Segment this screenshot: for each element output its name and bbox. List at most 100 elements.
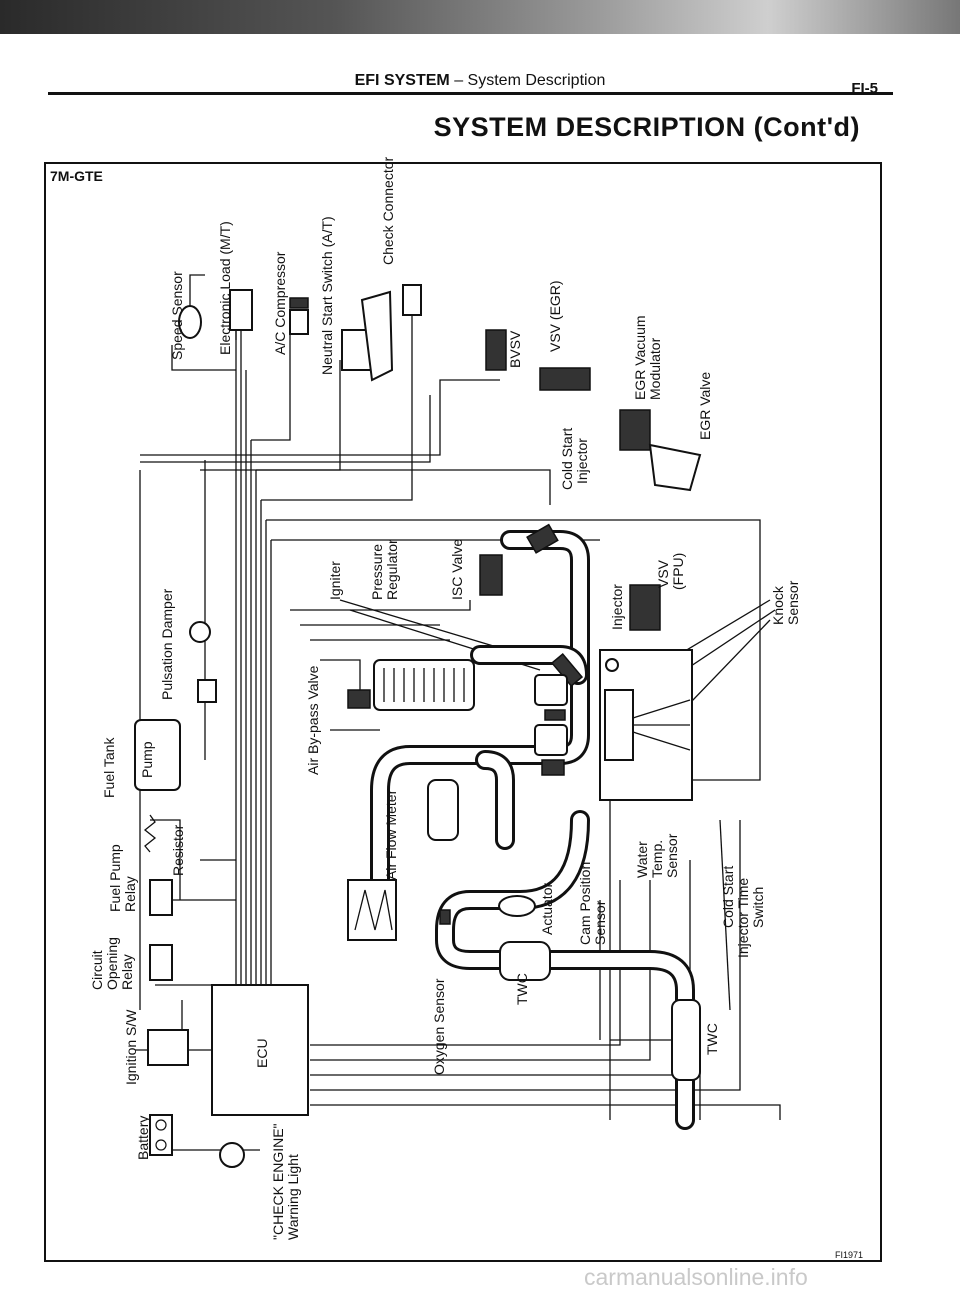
- label-ac-compressor: A/C Compressor: [272, 251, 288, 355]
- label-actuator: Actuator: [539, 883, 555, 935]
- resistor-icon: [143, 814, 157, 853]
- exhaust-pipe: [435, 810, 695, 1130]
- label-egr-valve: EGR Valve: [697, 372, 713, 440]
- label-fuel-pump-relay-line2: Relay: [122, 876, 138, 912]
- label-pressure-regulator-line2: Regulator: [384, 539, 400, 600]
- label-circuit-opening-relay-line2: Opening: [104, 937, 120, 990]
- battery-icon: [149, 1114, 173, 1156]
- connecting-rod: [632, 699, 691, 751]
- twc-rear-icon: [671, 999, 701, 1081]
- label-cold-start-timer-line3: Switch: [750, 887, 766, 928]
- label-speed-sensor: Speed Sensor: [169, 271, 185, 360]
- ac-compressor-icon: [289, 309, 309, 335]
- label-egr-vacuum-line1: EGR Vacuum: [632, 315, 648, 400]
- fuel-pump-relay-icon: [149, 879, 173, 916]
- header-section: EFI SYSTEM: [354, 72, 450, 89]
- label-battery: Battery: [135, 1116, 151, 1160]
- section-title: SYSTEM DESCRIPTION (Cont'd): [433, 112, 860, 142]
- watermark: carmanualsonline.info: [584, 1264, 808, 1290]
- water-temp-sensor-icon: [541, 759, 565, 776]
- circuit-opening-relay-icon: [149, 944, 173, 981]
- label-check-connector: Check Connector: [380, 156, 396, 265]
- fuel-tank-icon: [134, 719, 181, 791]
- label-water-temp-line2: Temp.: [649, 840, 665, 878]
- isc-valve-icon: [479, 554, 503, 596]
- label-cam-position-line1: Cam Position: [577, 862, 593, 945]
- label-check-engine-line1: "CHECK ENGINE": [270, 1123, 286, 1240]
- label-fuel-tank: Fuel Tank: [101, 737, 117, 798]
- vsv-fpu-icon: [629, 584, 661, 631]
- check-connector-icon: [402, 284, 422, 316]
- label-air-flow-meter: Air Flow Meter: [383, 789, 399, 880]
- spark-plug-icon: [544, 709, 566, 721]
- label-cold-start-timer-line1: Cold Start: [720, 866, 736, 928]
- label-cold-start-injector-line1: Cold Start: [559, 428, 575, 490]
- label-twc-rear: TWC: [704, 1023, 720, 1055]
- label-pump: Pump: [139, 741, 155, 778]
- label-oxygen-sensor: Oxygen Sensor: [431, 978, 447, 1075]
- label-electronic-load: Electronic Load (M/T): [217, 221, 233, 355]
- label-cam-position-line2: Sensor: [592, 900, 608, 945]
- label-pressure-regulator-line1: Pressure: [369, 544, 385, 600]
- turbocharger-icon: [427, 779, 459, 841]
- header-dash: –: [454, 72, 464, 89]
- fuel-filter-icon: [197, 679, 217, 703]
- label-circuit-opening-relay-line1: Circuit: [89, 950, 105, 990]
- battery-positive-terminal: [155, 1119, 167, 1131]
- label-ignition-switch: Ignition S/W: [123, 1009, 139, 1085]
- actuator-icon: [498, 895, 536, 917]
- ecu-box: [211, 984, 309, 1116]
- label-isc-valve: ISC Valve: [449, 539, 465, 600]
- label-air-bypass-valve: Air By-pass Valve: [305, 665, 321, 775]
- bvsv-icon: [485, 329, 507, 371]
- air-bypass-valve-icon: [347, 689, 371, 709]
- label-ecu: ECU: [254, 1038, 270, 1068]
- cold-start-injector-icon: [526, 523, 559, 554]
- label-neutral-start-switch: Neutral Start Switch (A/T): [319, 216, 335, 375]
- label-pulsation-damper: Pulsation Damper: [159, 588, 175, 700]
- label-bvsv: BVSV: [507, 330, 523, 368]
- pulsation-damper-icon: [189, 621, 211, 643]
- diagram-frame: [44, 162, 882, 1262]
- piston-icon: [604, 689, 634, 761]
- cam-position-sensor-icon: [534, 674, 568, 706]
- ac-compressor-clutch: [289, 297, 309, 309]
- label-vsv-fpu-line2: (FPU): [670, 553, 686, 590]
- scan-top-band: [0, 0, 960, 34]
- label-circuit-opening-relay-line3: Relay: [119, 954, 135, 990]
- label-water-temp-line3: Sensor: [664, 833, 680, 878]
- label-vsv-egr: VSV (EGR): [547, 280, 563, 352]
- page-header: EFI SYSTEM – System Description: [0, 72, 960, 90]
- label-knock-sensor-line1: Knock: [770, 585, 786, 625]
- electronic-load-icon: [229, 289, 253, 331]
- speed-sensor-ground: [189, 274, 205, 306]
- engine-label: 7M-GTE: [50, 168, 103, 184]
- header-rule: [48, 92, 893, 95]
- air-flow-meter-filter: [354, 889, 393, 931]
- label-cold-start-injector-line2: Injector: [574, 438, 590, 484]
- label-vsv-fpu-line1: VSV: [655, 559, 671, 588]
- battery-negative-terminal: [155, 1139, 167, 1151]
- label-egr-vacuum-line2: Modulator: [647, 337, 663, 400]
- figure-id: FI1971: [835, 1250, 864, 1260]
- label-igniter: Igniter: [327, 561, 343, 600]
- label-cold-start-timer-line2: Injector Time: [735, 878, 751, 958]
- label-knock-sensor-line2: Sensor: [785, 580, 801, 625]
- intercooler-fins: [383, 668, 465, 702]
- egr-valve-icon: [648, 443, 702, 492]
- twc-front-icon: [499, 941, 551, 981]
- distributor-icon: [534, 724, 568, 756]
- label-injector: Injector: [609, 584, 625, 630]
- label-fuel-pump-relay-line1: Fuel Pump: [107, 844, 123, 912]
- oxygen-sensor-icon: [439, 909, 451, 925]
- label-check-engine-line2: Warning Light: [285, 1154, 301, 1240]
- neutral-start-lever: [360, 290, 394, 382]
- label-twc-front: TWC: [514, 973, 530, 1005]
- egr-vacuum-modulator-icon: [619, 409, 651, 451]
- header-subsection: System Description: [467, 72, 606, 89]
- label-water-temp-line1: Water: [634, 841, 650, 878]
- label-resistor: Resistor: [170, 824, 186, 876]
- ignition-switch-icon: [147, 1029, 189, 1066]
- check-engine-lamp-icon: [219, 1142, 245, 1168]
